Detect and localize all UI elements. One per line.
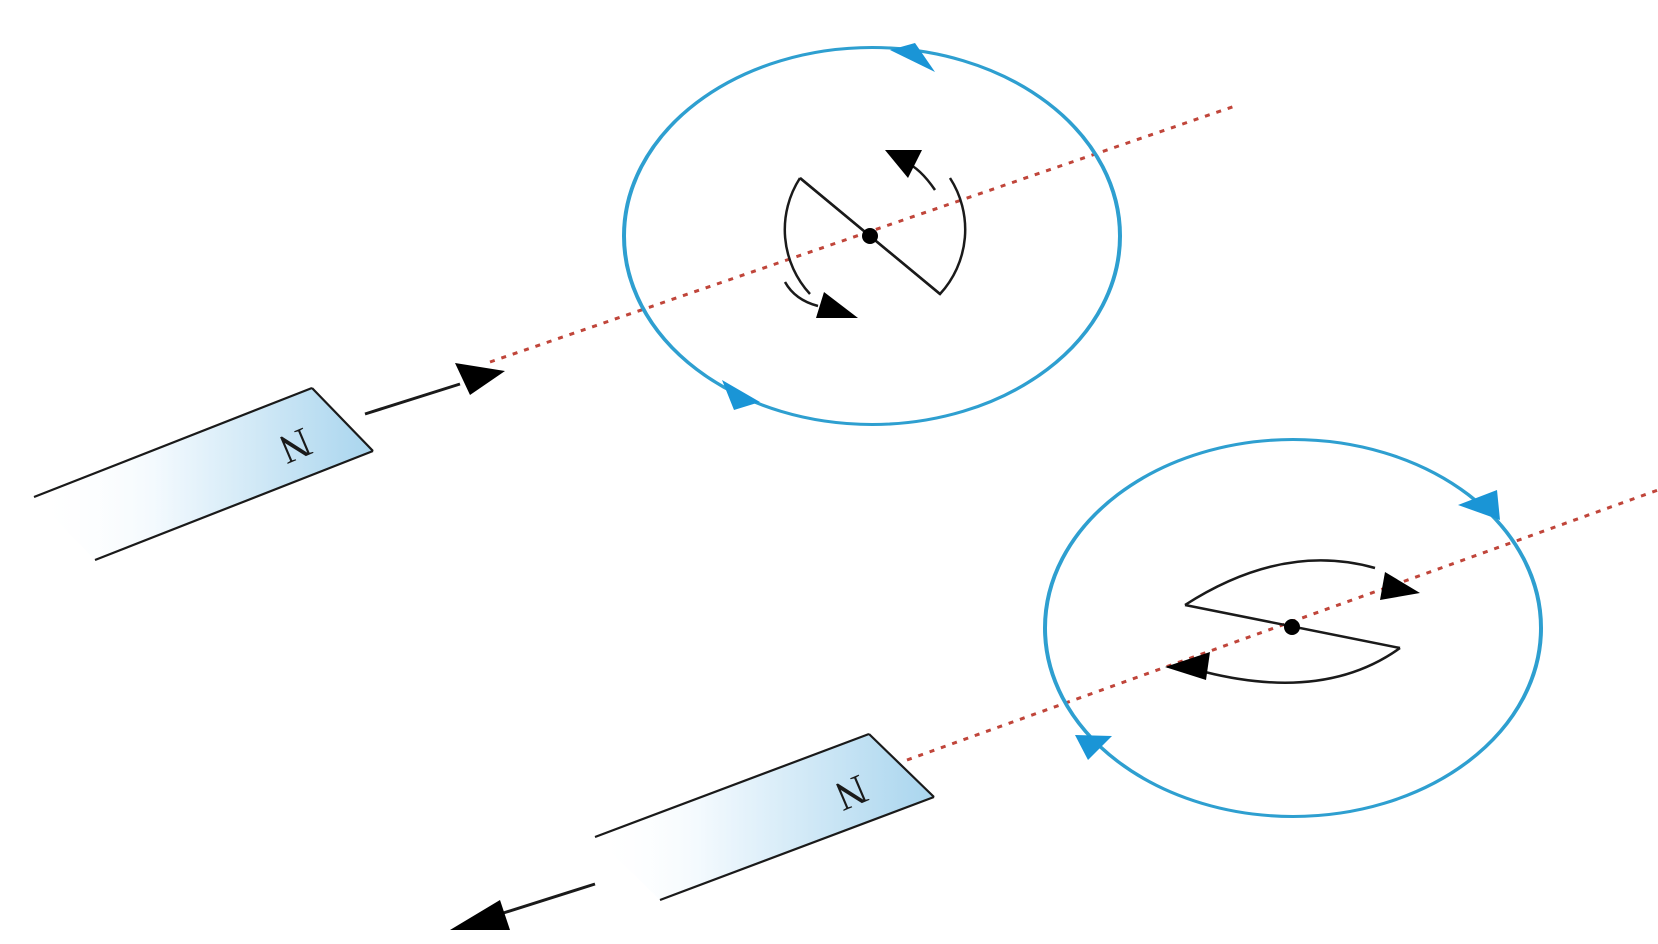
magnet-motion-arrow: [450, 882, 596, 930]
rotating-needle: [783, 150, 967, 318]
rotation-arrow-icon: [1165, 652, 1210, 680]
coil-arrow-icon: [890, 43, 935, 72]
magnet-edge-bottom: [94, 449, 374, 562]
coil-arrow-icon: [1075, 735, 1112, 760]
coil-loop: [1043, 437, 1543, 818]
coil-loop: [622, 43, 1122, 426]
rotation-arrow-icon: [783, 281, 819, 308]
magnet-edge-end: [311, 387, 374, 452]
magnet-motion-arrow: [364, 363, 505, 416]
scene-bottom: N: [450, 437, 1658, 930]
magnet-edge-bottom: [659, 795, 935, 902]
magnet-body: [595, 734, 934, 900]
scene-top: N: [33, 43, 1236, 562]
bar-magnet: N: [33, 386, 374, 562]
coil-arrow-icon: [1458, 490, 1500, 520]
magnet-edge-top: [594, 732, 870, 839]
rotation-arrow-icon: [1380, 572, 1420, 600]
pivot-dot: [862, 228, 878, 244]
magnet-body: [34, 388, 373, 560]
rotating-needle: [1165, 559, 1420, 684]
rotation-arrow-icon: [816, 292, 858, 318]
rotation-arrow-icon: [885, 150, 922, 178]
pivot-dot: [1284, 619, 1300, 635]
magnet-edge-top: [33, 386, 313, 499]
coil-arrow-icon: [722, 380, 760, 410]
magnet-edge-end: [868, 733, 935, 798]
bar-magnet: N: [594, 732, 935, 902]
